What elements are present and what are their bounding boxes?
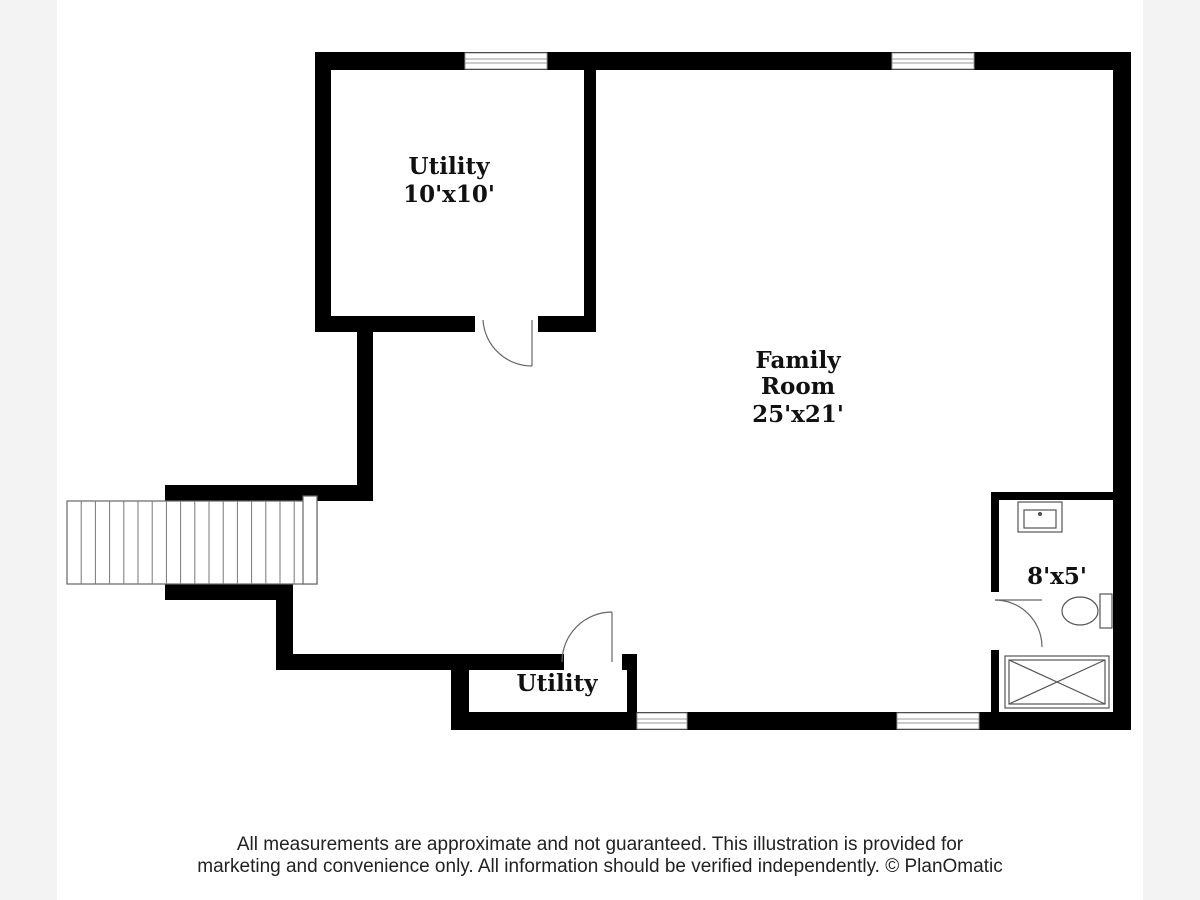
window-top-right <box>891 52 975 70</box>
wall-utility-bottom-b <box>538 316 596 332</box>
walls <box>165 52 1131 730</box>
wall-utility-bottom-a <box>315 316 475 332</box>
family-room-dims: 25'x21' <box>752 401 844 428</box>
family-room-name-line2: Room <box>761 373 835 400</box>
room-labels: Utility 10'x10' Family Room 25'x21' 8'x5… <box>403 153 1087 697</box>
wall-lower-utility-right <box>627 654 637 730</box>
windows <box>464 52 980 730</box>
wall-bath-left-a <box>991 492 999 592</box>
utility-upper-name: Utility <box>409 153 491 180</box>
window-top-left <box>464 52 548 70</box>
stairs <box>66 495 318 585</box>
disclaimer-line-2: marketing and convenience only. All info… <box>197 856 1003 877</box>
window-bottom-right <box>896 712 980 730</box>
disclaimer-line-1: All measurements are approximate and not… <box>236 834 964 855</box>
wall-right <box>1113 52 1131 730</box>
utility-upper-dims: 10'x10' <box>403 181 495 208</box>
window-bottom-left <box>636 712 688 730</box>
doors <box>482 319 1043 663</box>
wall-left-upper <box>315 52 331 332</box>
wall-stair-top <box>165 485 373 501</box>
wall-bath-left-b <box>991 650 999 720</box>
toilet <box>1061 596 1099 626</box>
wall-lower-utility-left <box>451 654 469 730</box>
wall-west-step <box>357 316 373 501</box>
wall-utility-right <box>584 60 596 332</box>
wall-lower-utility-top <box>451 654 564 670</box>
stair-outline <box>66 500 318 585</box>
page-sheet <box>57 0 1143 900</box>
wall-bath-top <box>991 492 1122 500</box>
family-room-name: Family <box>755 347 841 374</box>
bath-dims: 8'x5' <box>1027 563 1087 590</box>
wall-top <box>315 52 1131 70</box>
bath-fixtures <box>1004 501 1113 709</box>
utility-lower-name: Utility <box>517 670 599 697</box>
wall-stair-bottom <box>165 584 293 600</box>
wall-jog-vertical <box>276 584 293 670</box>
stair-rail <box>302 495 318 585</box>
wall-bottom <box>451 712 1131 730</box>
stair-treads <box>80 501 295 584</box>
